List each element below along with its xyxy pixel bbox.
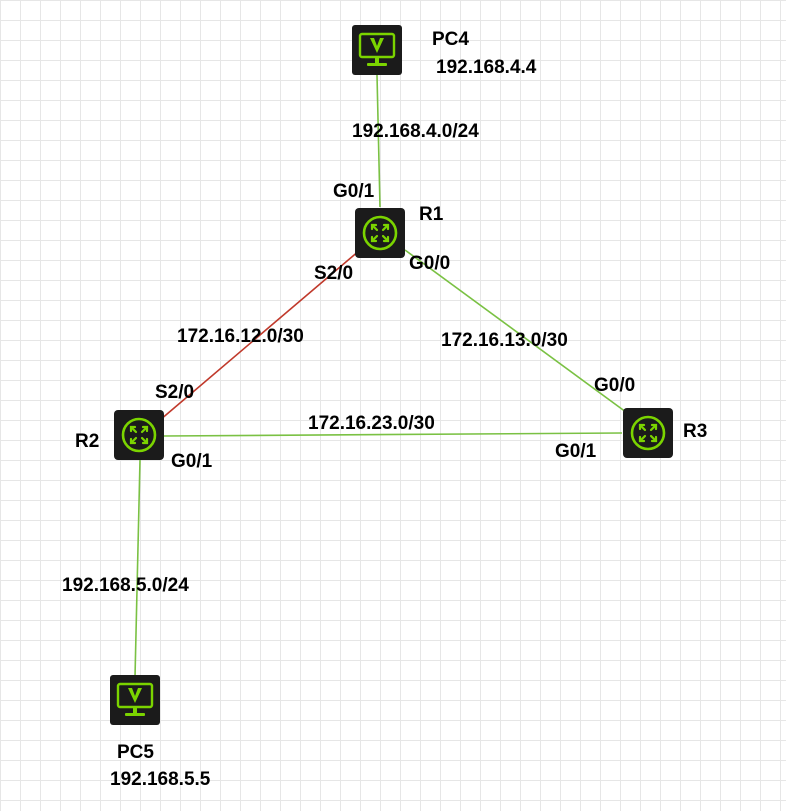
pc4-name-label: PC4	[432, 29, 469, 50]
link-r2-pc5[interactable]	[134, 459, 141, 678]
router-icon	[623, 408, 673, 458]
link-r2-r3[interactable]	[162, 432, 623, 437]
pc5-device[interactable]	[110, 675, 160, 725]
r1-name-label: R1	[419, 204, 444, 225]
network-label-r1-r2: 172.16.12.0/30	[177, 326, 304, 347]
router-icon	[114, 410, 164, 460]
network-label-r1-r3: 172.16.13.0/30	[441, 330, 568, 351]
network-label-r2-pc5: 192.168.5.0/24	[62, 575, 189, 596]
port-label-r1-g0-0: G0/0	[409, 253, 451, 274]
network-label-pc4-r1: 192.168.4.0/24	[352, 121, 479, 142]
link-r1-r3[interactable]	[404, 249, 631, 416]
r2-device[interactable]	[114, 410, 164, 460]
link-r1-r2[interactable]	[159, 249, 361, 421]
pc-icon	[110, 675, 160, 725]
pc5-ip-label: 192.168.5.5	[110, 769, 211, 790]
port-label-r2-s2-0: S2/0	[155, 382, 195, 403]
port-label-r1-g0-1: G0/1	[333, 181, 375, 202]
pc4-ip-label: 192.168.4.4	[436, 57, 537, 78]
r1-device[interactable]	[355, 208, 405, 258]
r3-device[interactable]	[623, 408, 673, 458]
r3-name-label: R3	[683, 421, 708, 442]
port-label-r3-g0-0: G0/0	[594, 375, 636, 396]
r2-name-label: R2	[75, 431, 100, 452]
pc5-name-label: PC5	[117, 742, 154, 763]
port-label-r3-g0-1: G0/1	[555, 441, 597, 462]
pc-icon	[352, 25, 402, 75]
port-label-r2-g0-1: G0/1	[171, 451, 213, 472]
port-label-r1-s2-0: S2/0	[314, 263, 354, 284]
pc4-device[interactable]	[352, 25, 402, 75]
link-pc4-r1[interactable]	[376, 74, 381, 208]
router-icon	[355, 208, 405, 258]
network-label-r2-r3: 172.16.23.0/30	[308, 413, 435, 434]
